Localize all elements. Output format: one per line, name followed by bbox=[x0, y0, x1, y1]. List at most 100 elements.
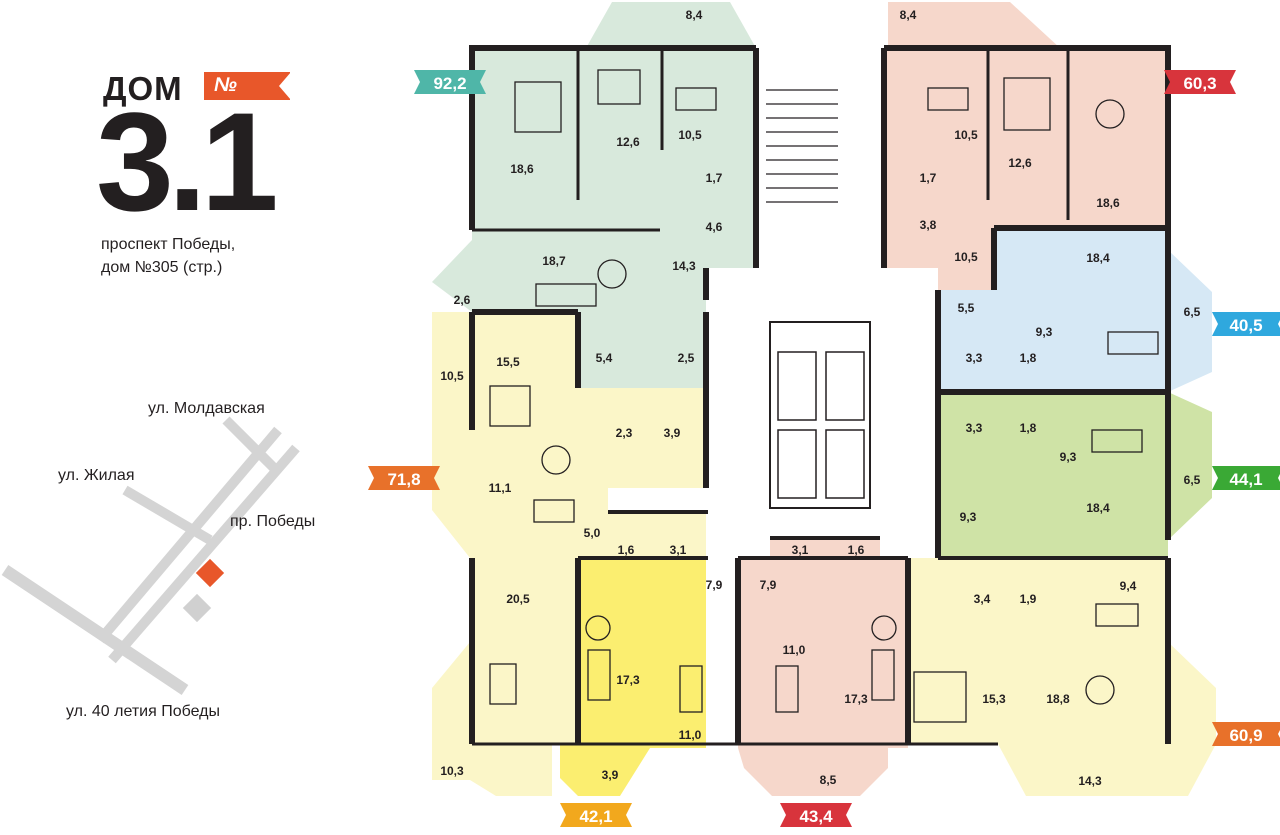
svg-text:60,9: 60,9 bbox=[1229, 726, 1262, 745]
area-badges: 92,2 60,3 40,5 44,1 71,8 42,1 43,4 60,9 bbox=[368, 70, 1280, 827]
apartment-44-1[interactable] bbox=[938, 392, 1212, 558]
svg-text:92,2: 92,2 bbox=[433, 74, 466, 93]
furniture bbox=[489, 69, 1159, 723]
svg-text:44,1: 44,1 bbox=[1229, 470, 1262, 489]
room-area: 18,8 bbox=[1046, 692, 1070, 706]
street-label-pobedy: пр. Победы bbox=[230, 513, 316, 530]
walls bbox=[469, 45, 1171, 746]
neighbor-building bbox=[182, 593, 212, 623]
badge-71-8[interactable]: 71,8 bbox=[368, 466, 440, 490]
building-number: 3.1 bbox=[96, 83, 279, 240]
room-area: 14,3 bbox=[1078, 774, 1102, 788]
road-pobedy bbox=[96, 426, 282, 644]
road-moldavskaya bbox=[222, 416, 280, 474]
room-area: 1,9 bbox=[1020, 592, 1037, 606]
room-area: 12,6 bbox=[1008, 156, 1032, 170]
room-area: 11,0 bbox=[783, 643, 806, 657]
room-area: 3,9 bbox=[664, 426, 681, 440]
number-flag bbox=[204, 72, 291, 100]
room-area: 5,5 bbox=[958, 301, 975, 315]
badge-60-3[interactable]: 60,3 bbox=[1164, 70, 1236, 94]
badge-40-5[interactable]: 40,5 bbox=[1212, 312, 1280, 336]
room-area: 11,1 bbox=[489, 481, 512, 495]
room-area: 3,8 bbox=[920, 218, 937, 232]
road-pobedy-2 bbox=[108, 444, 300, 664]
room-area: 7,9 bbox=[706, 578, 723, 592]
location-map bbox=[1, 416, 300, 695]
room-area: 12,6 bbox=[616, 135, 640, 149]
room-area: 3,1 bbox=[670, 543, 687, 557]
room-area: 10,5 bbox=[954, 128, 978, 142]
room-area: 1,6 bbox=[618, 543, 635, 557]
room-area: 5,0 bbox=[584, 526, 601, 540]
room-area: 18,4 bbox=[1086, 501, 1110, 515]
building-title: ДОМ bbox=[103, 70, 183, 107]
room-area: 1,8 bbox=[1020, 421, 1037, 435]
street-label-moldavskaya: ул. Молдавская bbox=[148, 400, 265, 417]
room-area: 11,0 bbox=[679, 728, 702, 742]
room-area: 8,4 bbox=[900, 8, 917, 22]
room-area: 10,5 bbox=[678, 128, 702, 142]
room-area: 3,3 bbox=[966, 351, 983, 365]
apartment-71-8[interactable] bbox=[432, 312, 706, 796]
room-area: 5,4 bbox=[596, 351, 613, 365]
street-label-40-let: ул. 40 летия Победы bbox=[66, 703, 220, 720]
room-area: 17,3 bbox=[616, 673, 640, 687]
room-area: 18,6 bbox=[1096, 196, 1120, 210]
svg-text:43,4: 43,4 bbox=[799, 807, 833, 826]
address-line-2: дом №305 (стр.) bbox=[101, 259, 223, 276]
svg-text:42,1: 42,1 bbox=[579, 807, 612, 826]
svg-text:40,5: 40,5 bbox=[1229, 316, 1262, 335]
room-area: 6,5 bbox=[1184, 305, 1201, 319]
svg-text:71,8: 71,8 bbox=[387, 470, 420, 489]
room-area: 6,5 bbox=[1184, 473, 1201, 487]
apartment-43-4[interactable] bbox=[738, 538, 908, 796]
room-area: 2,5 bbox=[678, 351, 695, 365]
road-40-let-pobedy bbox=[1, 565, 189, 695]
room-area: 1,8 bbox=[1020, 351, 1037, 365]
room-area: 18,4 bbox=[1086, 251, 1110, 265]
apartment-92-2[interactable] bbox=[432, 2, 756, 388]
road-zhilaya bbox=[122, 485, 213, 545]
stair-core bbox=[756, 2, 884, 509]
room-area: 3,3 bbox=[966, 421, 983, 435]
street-label-zhilaya: ул. Жилая bbox=[58, 467, 135, 484]
badge-60-9[interactable]: 60,9 bbox=[1212, 722, 1280, 746]
badge-43-4[interactable]: 43,4 bbox=[780, 803, 852, 827]
room-area: 7,9 bbox=[760, 578, 777, 592]
room-area: 8,4 bbox=[686, 8, 703, 22]
room-area: 8,5 bbox=[820, 773, 837, 787]
room-area: 9,4 bbox=[1120, 579, 1137, 593]
room-area: 18,7 bbox=[542, 254, 566, 268]
svg-text:60,3: 60,3 bbox=[1183, 74, 1216, 93]
room-area: 10,3 bbox=[440, 764, 464, 778]
room-area: 1,7 bbox=[920, 171, 937, 185]
room-area: 3,9 bbox=[602, 768, 619, 782]
room-area: 2,6 bbox=[454, 293, 471, 307]
room-area: 1,7 bbox=[706, 171, 723, 185]
number-sign: № bbox=[214, 74, 237, 96]
room-area: 9,3 bbox=[960, 510, 977, 524]
room-area: 3,4 bbox=[974, 592, 991, 606]
room-area: 14,3 bbox=[672, 259, 696, 273]
room-area: 4,6 bbox=[706, 220, 723, 234]
room-area: 10,5 bbox=[440, 369, 464, 383]
badge-92-2[interactable]: 92,2 bbox=[414, 70, 486, 94]
room-area: 1,6 bbox=[848, 543, 865, 557]
room-area: 15,3 bbox=[982, 692, 1006, 706]
apartment-40-5[interactable] bbox=[938, 228, 1212, 392]
building-marker bbox=[195, 558, 225, 588]
apartment-60-9[interactable] bbox=[908, 558, 1216, 796]
address-line-1: проспект Победы, bbox=[101, 236, 236, 253]
room-area: 20,5 bbox=[506, 592, 530, 606]
room-area: 10,5 bbox=[954, 250, 978, 264]
room-area: 3,1 bbox=[792, 543, 809, 557]
apartment-42-1[interactable] bbox=[560, 512, 706, 796]
badge-44-1[interactable]: 44,1 bbox=[1212, 466, 1280, 490]
room-area: 17,3 bbox=[844, 692, 868, 706]
room-area: 9,3 bbox=[1060, 450, 1077, 464]
room-area: 9,3 bbox=[1036, 325, 1053, 339]
badge-42-1[interactable]: 42,1 bbox=[560, 803, 632, 827]
room-area: 18,6 bbox=[510, 162, 534, 176]
